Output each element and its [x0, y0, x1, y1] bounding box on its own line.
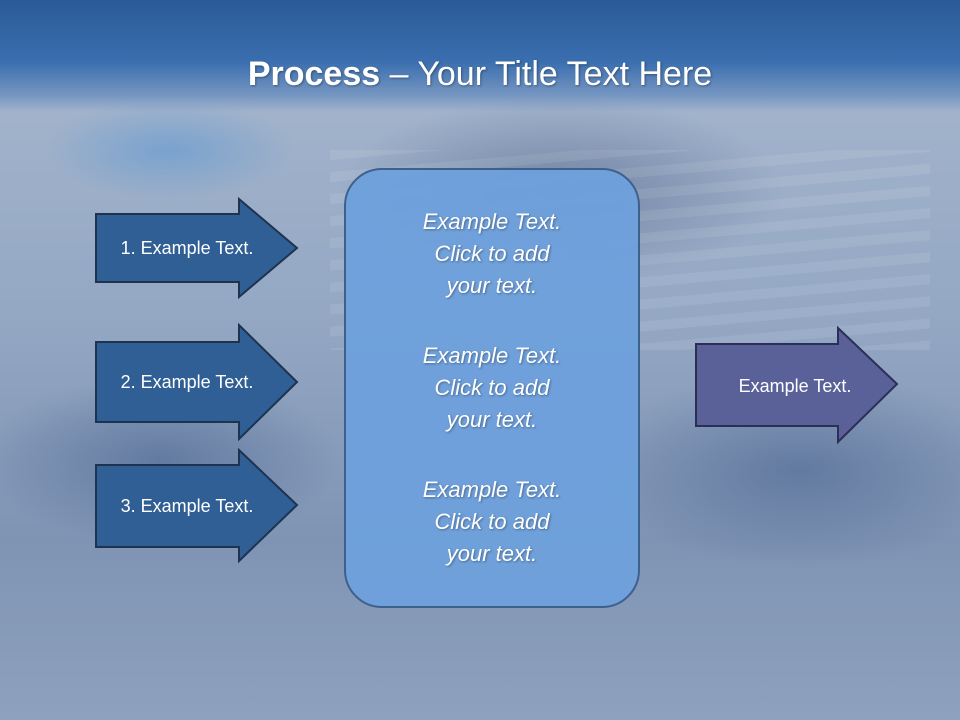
input-arrow-1[interactable]: 1. Example Text.	[94, 197, 300, 299]
title-rest: – Your Title Text Here	[380, 55, 713, 93]
center-process-box[interactable]: Example Text. Click to add your text. Ex…	[344, 168, 640, 608]
input-arrow-3[interactable]: 3. Example Text.	[94, 448, 300, 564]
center-text-block-1[interactable]: Example Text. Click to add your text.	[423, 206, 562, 302]
title-banner	[0, 0, 960, 112]
center-line: Click to add	[434, 375, 550, 400]
center-line: Click to add	[434, 509, 550, 534]
center-text-block-3[interactable]: Example Text. Click to add your text.	[423, 474, 562, 570]
title-bold: Process	[247, 55, 381, 93]
output-arrow-label: Example Text.	[738, 375, 852, 396]
center-line: your text.	[446, 273, 538, 298]
arrow-shape	[95, 448, 299, 564]
center-line: Example Text.	[422, 477, 562, 502]
input-arrow-2[interactable]: 2. Example Text.	[94, 323, 300, 441]
center-line: Click to add	[434, 241, 550, 266]
input-arrow-label-2: 2. Example Text.	[120, 371, 254, 392]
center-line: your text.	[446, 407, 538, 432]
center-line: Example Text.	[422, 343, 562, 368]
arrow-shape	[95, 197, 299, 299]
center-text-block-2[interactable]: Example Text. Click to add your text.	[423, 340, 562, 436]
center-line: Example Text.	[422, 209, 562, 234]
arrow-shape	[95, 323, 299, 441]
center-line: your text.	[446, 541, 538, 566]
input-arrow-label-1: 1. Example Text.	[120, 237, 254, 258]
slide-title[interactable]: Process – Your Title Text Here	[0, 52, 960, 96]
arrow-shape	[695, 326, 899, 445]
output-arrow[interactable]: Example Text.	[694, 326, 900, 446]
input-arrow-label-3: 3. Example Text.	[120, 495, 254, 516]
